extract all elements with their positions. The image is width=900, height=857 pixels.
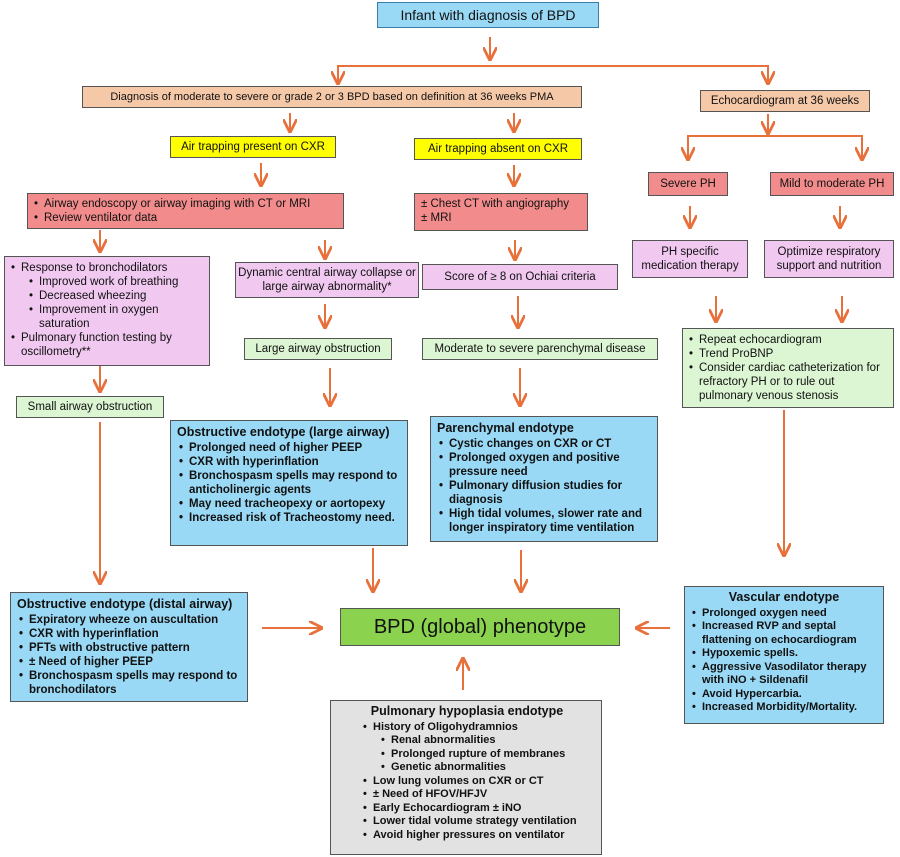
sub-list-item: Improved work of breathing (9, 275, 205, 289)
list-item: ± Need of HFOV/HFJV (361, 788, 593, 802)
list-item: Bronchospasm spells may respond to antic… (177, 469, 401, 497)
mild-ph-box: Mild to moderate PH (770, 172, 894, 196)
list-item: Increased Morbidity/Mortality. (690, 701, 878, 715)
list-item: Prolonged oxygen need (690, 607, 878, 621)
endotype-title: Pulmonary hypoplasia endotype (370, 704, 564, 718)
ph-med-box: PH specific medication therapy (632, 240, 748, 278)
global-phenotype-box: BPD (global) phenotype (340, 608, 620, 646)
list-item: May need tracheopexy or aortopexy (177, 497, 401, 511)
endotype-title: Parenchymal endotype (437, 421, 574, 435)
list-item: Increased risk of Tracheostomy need. (177, 511, 401, 525)
large-obs-box: Large airway obstruction (244, 338, 392, 360)
list-item: CXR with hyperinflation (17, 627, 241, 641)
list-item: Hypoxemic spells. (690, 647, 878, 661)
list-item: Response to bronchodilators (9, 261, 205, 275)
air-trapping-present: Air trapping present on CXR (170, 136, 336, 158)
list-item: History of Oligohydramnios (361, 721, 593, 735)
list-item: Avoid Hypercarbia. (690, 688, 878, 702)
chest-ct-box: ± Chest CT with angiography ± MRI (414, 193, 588, 231)
vascular-endotype: Vascular endotype Prolonged oxygen need … (684, 586, 884, 724)
list-item: Cystic changes on CXR or CT (437, 437, 651, 451)
response-box: Response to bronchodilators Improved wor… (4, 256, 210, 366)
list-item: Low lung volumes on CXR or CT (361, 775, 593, 789)
hypoplasia-endotype: Pulmonary hypoplasia endotype History of… (330, 700, 602, 855)
list-item: Increased RVP and septal flattening on e… (690, 620, 878, 647)
arrow-connector (687, 135, 862, 158)
list-item: Bronchospasm spells may respond to bronc… (17, 669, 241, 697)
list-item: ± Need of higher PEEP (17, 655, 241, 669)
endotype-title: Obstructive endotype (large airway) (177, 425, 390, 439)
sub-list-item: Genetic abnormalities (361, 761, 593, 775)
list-item: Avoid higher pressures on ventilator (361, 829, 593, 843)
list-item: High tidal volumes, slower rate and long… (437, 507, 651, 535)
list-item: Aggressive Vasodilator therapy with iNO … (690, 661, 878, 688)
list-item: Expiratory wheeze on auscultation (17, 613, 241, 627)
sub-list-item: Renal abnormalities (361, 734, 593, 748)
list-item: Prolonged need of higher PEEP (177, 441, 401, 455)
air-trapping-absent: Air trapping absent on CXR (414, 138, 582, 160)
list-item: Prolonged oxygen and positive pressure n… (437, 451, 651, 479)
root-box: Infant with diagnosis of BPD (377, 2, 599, 28)
obstructive-large-endotype: Obstructive endotype (large airway) Prol… (170, 420, 408, 546)
parenchymal-endotype: Parenchymal endotype Cystic changes on C… (430, 416, 658, 542)
list-item: Review ventilator data (32, 211, 339, 225)
list-item: Pulmonary diffusion studies for diagnosi… (437, 479, 651, 507)
ochiai-box: Score of ≥ 8 on Ochiai criteria (422, 264, 618, 290)
list-item: Consider cardiac catheterization for ref… (687, 361, 889, 403)
list-item: Lower tidal volume strategy ventilation (361, 815, 593, 829)
severe-ph-box: Severe PH (648, 172, 728, 196)
sub-list-item: Decreased wheezing (9, 289, 205, 303)
obstructive-distal-endotype: Obstructive endotype (distal airway) Exp… (10, 592, 248, 702)
sub-list-item: Improvement in oxygen saturation (9, 303, 205, 331)
list-item: Airway endoscopy or airway imaging with … (32, 197, 339, 211)
chest-ct-line: ± Chest CT with angiography (421, 198, 570, 210)
repeat-echo-box: Repeat echocardiogram Trend ProBNP Consi… (682, 328, 894, 408)
list-item: CXR with hyperinflation (177, 455, 401, 469)
small-obs-box: Small airway obstruction (16, 396, 164, 418)
list-item: PFTs with obstructive pattern (17, 641, 241, 655)
list-item: Trend ProBNP (687, 347, 889, 361)
echo-box: Echocardiogram at 36 weeks (700, 90, 870, 112)
moderate-paren-box: Moderate to severe parenchymal disease (422, 338, 658, 360)
dynamic-box: Dynamic central airway collapse or large… (235, 262, 419, 298)
list-item: Early Echocardiogram ± iNO (361, 802, 593, 816)
sub-list-item: Prolonged rupture of membranes (361, 748, 593, 762)
list-item: Repeat echocardiogram (687, 333, 889, 347)
diagnosis-box: Diagnosis of moderate to severe or grade… (82, 86, 582, 108)
optimize-box: Optimize respiratory support and nutriti… (764, 240, 894, 278)
endotype-title: Obstructive endotype (distal airway) (17, 597, 233, 611)
endoscopy-box: Airway endoscopy or airway imaging with … (27, 193, 344, 229)
endotype-title: Vascular endotype (728, 590, 840, 604)
list-item: Pulmonary function testing by oscillomet… (9, 331, 205, 359)
mri-line: ± MRI (421, 212, 452, 224)
arrow-connector (337, 65, 768, 82)
